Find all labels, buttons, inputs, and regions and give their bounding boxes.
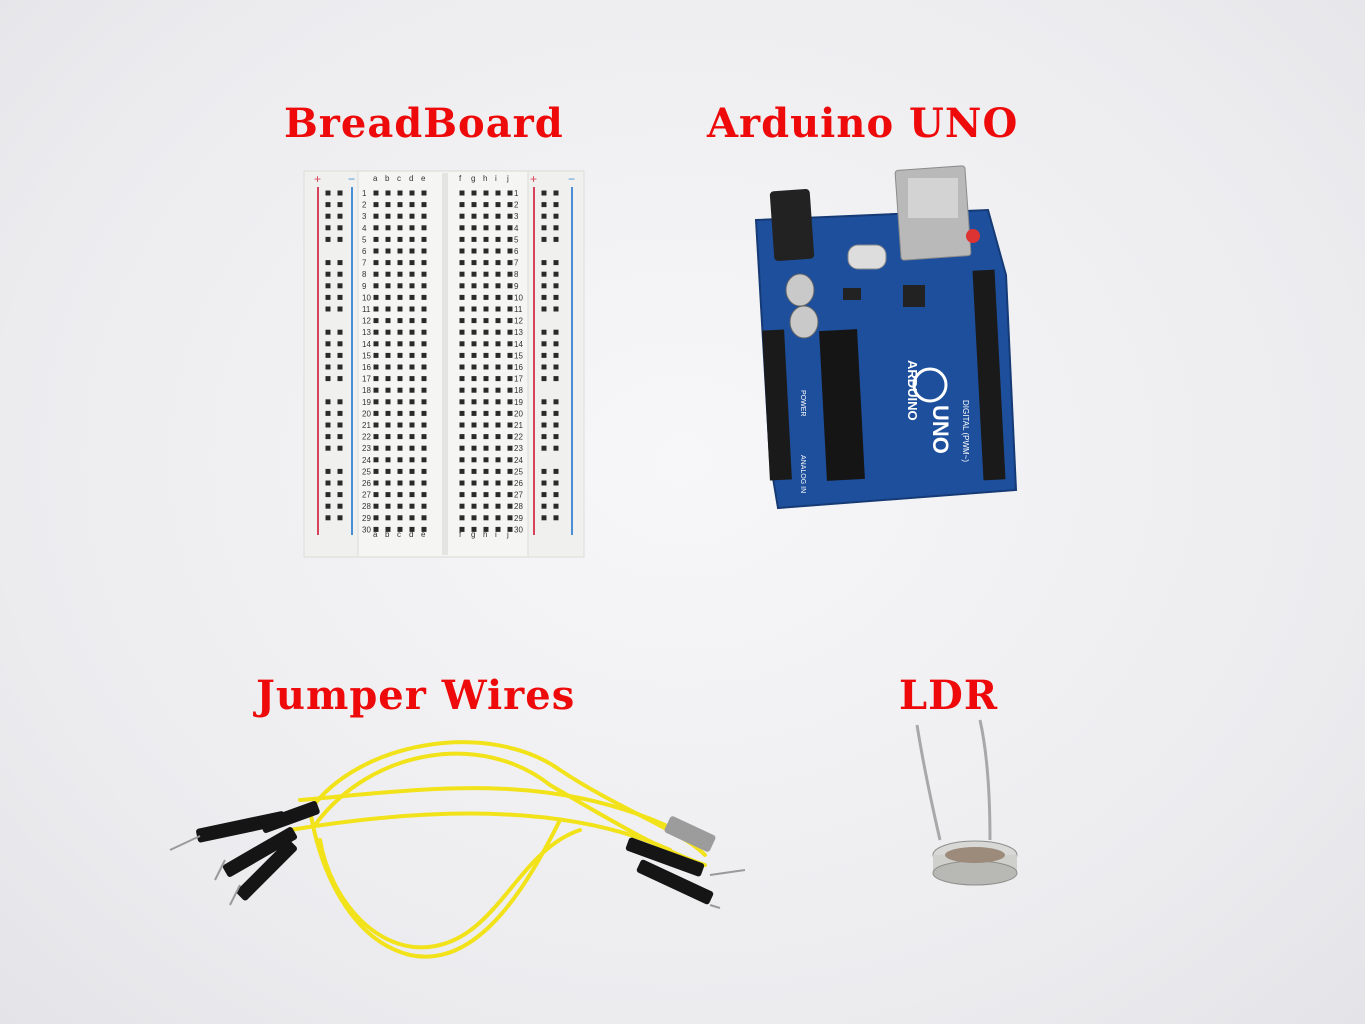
svg-text:16: 16 bbox=[362, 363, 371, 372]
svg-text:28: 28 bbox=[514, 502, 523, 511]
svg-text:13: 13 bbox=[514, 328, 523, 337]
svg-text:24: 24 bbox=[514, 456, 523, 465]
ldr-image bbox=[915, 719, 1018, 886]
svg-text:20: 20 bbox=[514, 409, 523, 418]
svg-text:5: 5 bbox=[514, 235, 519, 244]
svg-text:3: 3 bbox=[362, 212, 367, 221]
svg-text:22: 22 bbox=[514, 433, 523, 442]
svg-text:g: g bbox=[471, 530, 475, 539]
svg-text:22: 22 bbox=[362, 433, 371, 442]
svg-text:26: 26 bbox=[362, 479, 371, 488]
svg-text:25: 25 bbox=[514, 467, 523, 476]
svg-text:i: i bbox=[495, 530, 497, 539]
svg-text:ANALOG IN: ANALOG IN bbox=[799, 455, 806, 493]
svg-text:20: 20 bbox=[362, 409, 371, 418]
svg-text:17: 17 bbox=[362, 375, 371, 384]
svg-text:g: g bbox=[471, 174, 475, 183]
svg-text:i: i bbox=[495, 174, 497, 183]
svg-text:25: 25 bbox=[362, 467, 371, 476]
svg-text:4: 4 bbox=[362, 224, 367, 233]
svg-text:f: f bbox=[459, 530, 462, 539]
svg-text:23: 23 bbox=[514, 444, 523, 453]
svg-text:29: 29 bbox=[362, 514, 371, 523]
jumper-wires-label: Jumper Wires bbox=[256, 672, 576, 719]
svg-text:16: 16 bbox=[514, 363, 523, 372]
svg-text:e: e bbox=[421, 530, 426, 539]
svg-text:2: 2 bbox=[514, 201, 519, 210]
svg-text:26: 26 bbox=[514, 479, 523, 488]
svg-text:18: 18 bbox=[514, 386, 523, 395]
svg-text:15: 15 bbox=[362, 351, 371, 360]
svg-text:f: f bbox=[459, 174, 462, 183]
svg-text:27: 27 bbox=[514, 491, 523, 500]
svg-text:+: + bbox=[314, 172, 321, 186]
svg-text:30: 30 bbox=[514, 525, 523, 534]
svg-text:7: 7 bbox=[514, 259, 519, 268]
svg-text:b: b bbox=[385, 174, 390, 183]
svg-text:23: 23 bbox=[362, 444, 371, 453]
svg-text:d: d bbox=[409, 174, 413, 183]
svg-text:12: 12 bbox=[362, 317, 371, 326]
svg-text:4: 4 bbox=[514, 224, 519, 233]
svg-text:a: a bbox=[373, 174, 378, 183]
svg-text:10: 10 bbox=[362, 293, 371, 302]
svg-text:e: e bbox=[421, 174, 426, 183]
svg-text:12: 12 bbox=[514, 317, 523, 326]
svg-text:d: d bbox=[409, 530, 413, 539]
arduino-uno-image: ARDUINO UNO DIGITAL (PWM~) POWER ANALOG … bbox=[754, 165, 1018, 510]
svg-text:15: 15 bbox=[514, 351, 523, 360]
svg-text:24: 24 bbox=[362, 456, 371, 465]
svg-text:1: 1 bbox=[514, 189, 519, 198]
arduino-uno-label: Arduino UNO bbox=[707, 100, 1019, 147]
svg-text:b: b bbox=[385, 530, 390, 539]
svg-text:14: 14 bbox=[514, 340, 523, 349]
svg-text:8: 8 bbox=[362, 270, 367, 279]
svg-text:5: 5 bbox=[362, 235, 367, 244]
jumper-wires-image bbox=[169, 740, 746, 959]
svg-text:28: 28 bbox=[362, 502, 371, 511]
svg-text:j: j bbox=[506, 530, 509, 539]
svg-text:h: h bbox=[483, 530, 487, 539]
svg-text:19: 19 bbox=[362, 398, 371, 407]
svg-text:18: 18 bbox=[362, 386, 371, 395]
svg-text:27: 27 bbox=[362, 491, 371, 500]
svg-text:ARDUINO: ARDUINO bbox=[905, 360, 920, 421]
svg-text:17: 17 bbox=[514, 375, 523, 384]
svg-text:14: 14 bbox=[362, 340, 371, 349]
svg-text:10: 10 bbox=[514, 293, 523, 302]
svg-text:+: + bbox=[530, 172, 537, 186]
svg-text:9: 9 bbox=[514, 282, 519, 291]
svg-text:21: 21 bbox=[362, 421, 371, 430]
svg-text:29: 29 bbox=[514, 514, 523, 523]
ldr-label: LDR bbox=[899, 672, 999, 719]
svg-text:h: h bbox=[483, 174, 487, 183]
breadboard-label: BreadBoard bbox=[284, 100, 564, 147]
svg-text:13: 13 bbox=[362, 328, 371, 337]
svg-text:21: 21 bbox=[514, 421, 523, 430]
svg-text:DIGITAL (PWM~): DIGITAL (PWM~) bbox=[961, 400, 970, 462]
svg-text:8: 8 bbox=[514, 270, 519, 279]
svg-text:11: 11 bbox=[362, 305, 371, 314]
svg-text:7: 7 bbox=[362, 259, 367, 268]
svg-text:UNO: UNO bbox=[928, 405, 953, 454]
svg-text:6: 6 bbox=[362, 247, 367, 256]
svg-text:−: − bbox=[348, 172, 355, 186]
svg-text:c: c bbox=[397, 174, 401, 183]
svg-text:−: − bbox=[568, 172, 575, 186]
svg-text:6: 6 bbox=[514, 247, 519, 256]
svg-text:2: 2 bbox=[362, 201, 367, 210]
svg-text:POWER: POWER bbox=[799, 390, 806, 416]
svg-text:19: 19 bbox=[514, 398, 523, 407]
svg-text:c: c bbox=[397, 530, 401, 539]
svg-text:j: j bbox=[506, 174, 509, 183]
svg-text:9: 9 bbox=[362, 282, 367, 291]
svg-text:30: 30 bbox=[362, 525, 371, 534]
svg-text:3: 3 bbox=[514, 212, 519, 221]
svg-text:a: a bbox=[373, 530, 378, 539]
svg-text:1: 1 bbox=[362, 189, 367, 198]
svg-text:11: 11 bbox=[514, 305, 523, 314]
